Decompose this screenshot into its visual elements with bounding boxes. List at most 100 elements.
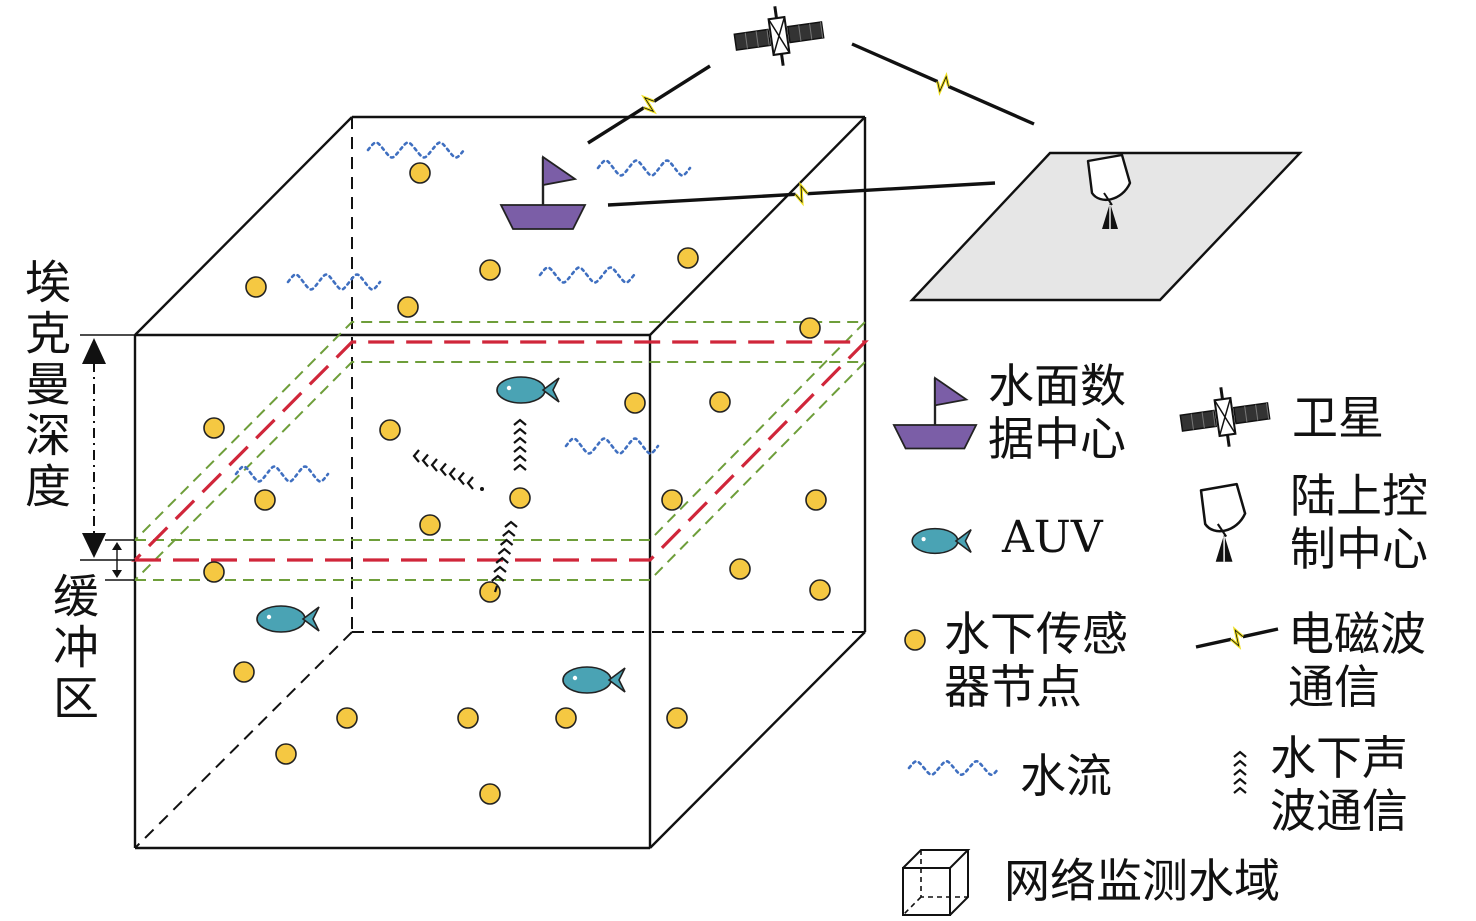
sensor-node	[245, 276, 267, 298]
legend-satellite-label: 卫星	[1292, 391, 1384, 445]
sensor-node	[479, 581, 501, 603]
dish-bowl	[1086, 153, 1132, 202]
depth-arrows	[80, 334, 135, 581]
buffer-layer	[131, 321, 869, 581]
acoustic-signal-vertical	[513, 418, 527, 471]
boat-hull	[499, 204, 587, 230]
satellite-panel-grid	[1212, 410, 1216, 427]
auv-icon	[911, 527, 972, 555]
ekman-depth-arrow-head-up	[82, 338, 106, 364]
acoustic-chevron	[497, 547, 512, 555]
auv-eye	[506, 385, 512, 391]
satellite-panel	[786, 21, 825, 44]
acoustic-tail	[493, 585, 499, 593]
lightning-link-icon	[1195, 626, 1279, 650]
dish-neck	[1103, 192, 1113, 206]
acoustic-chevron	[1233, 768, 1247, 776]
sensor-node	[479, 259, 501, 281]
satellite-antenna	[1219, 387, 1224, 400]
sensor-node	[397, 296, 419, 318]
satellite-panel-grid	[766, 29, 770, 46]
sensor-node	[479, 783, 501, 805]
satellite-panel-grid	[1201, 412, 1205, 429]
sensor-node	[336, 707, 358, 729]
ekman-depth-label: 埃克曼深度	[18, 258, 72, 513]
buffer-arrow-head-up	[112, 542, 122, 550]
legend-sensor-node-label: 水下传感器节点	[944, 607, 1128, 714]
acoustic-chevron	[513, 427, 527, 435]
acoustic-chevron	[493, 565, 507, 573]
auv	[496, 376, 560, 404]
sensor-node	[624, 392, 646, 414]
auv-eye	[572, 675, 578, 681]
satellite-panel-grid	[744, 32, 748, 49]
water-current	[286, 273, 382, 291]
ekman-depth-arrow-head-down	[82, 533, 106, 558]
water-current	[234, 465, 330, 483]
auv-body	[562, 666, 612, 694]
cube-icon	[902, 849, 971, 916]
satellite-body-cross	[767, 16, 791, 56]
auv-body	[256, 605, 306, 633]
acoustic-signals	[412, 418, 527, 593]
satellite-panel-grid	[819, 22, 824, 39]
acoustic-signal-horizontal	[412, 449, 484, 491]
acoustic-chevron	[504, 520, 518, 528]
em-link-line	[1195, 637, 1232, 649]
surface-objects	[499, 6, 1303, 302]
water-currents	[234, 141, 692, 483]
satellite-antenna	[780, 53, 785, 66]
sensor-node	[677, 247, 699, 269]
dish-bowl	[1199, 482, 1247, 533]
acoustic-chevron	[499, 538, 514, 546]
cube-hidden-edge	[134, 631, 353, 849]
em-link-satellite-land	[851, 42, 1035, 126]
acoustic-chevron	[513, 454, 527, 462]
satellite-panel-grid	[1190, 413, 1194, 430]
ekman-depth-plane	[131, 340, 869, 562]
em-link-boat-satellite	[587, 64, 711, 145]
sensor-node	[203, 561, 225, 583]
buffer-upper-plane	[132, 321, 868, 541]
satellite-panel	[733, 28, 772, 51]
dish-neck	[1216, 523, 1228, 538]
sensor-node	[805, 489, 827, 511]
boat-hull	[892, 424, 978, 450]
auv-tail	[301, 606, 320, 632]
auv-body	[496, 376, 546, 404]
acoustic-chevron	[1233, 750, 1247, 758]
auv-eye	[921, 537, 926, 542]
sensor-node	[275, 743, 297, 765]
em-link-line	[807, 181, 996, 196]
sensor-nodes	[203, 162, 831, 805]
sensor-node	[419, 514, 441, 536]
surface-data-center	[499, 155, 587, 230]
auv-body	[911, 527, 959, 555]
auv-tail	[954, 528, 972, 554]
sensor-node	[666, 707, 688, 729]
legend-auv-label: AUV	[1002, 512, 1103, 563]
em-link-line	[947, 84, 1035, 126]
acoustic-chevron	[513, 436, 527, 444]
acoustic-signal-icon	[1233, 750, 1247, 794]
sensor-node	[799, 317, 821, 339]
acoustic-tail	[480, 487, 484, 491]
cube-icon-hidden	[902, 850, 968, 916]
sensor-node	[233, 661, 255, 683]
satellite	[733, 6, 825, 66]
lightning-outline	[1230, 629, 1244, 647]
legend-land-center-label: 陆上控制中心	[1290, 469, 1428, 576]
buffer-arrow-head-down	[112, 570, 122, 578]
sensor-node	[555, 707, 577, 729]
acoustic-chevron	[502, 529, 516, 537]
sensor-node-icon	[904, 629, 926, 651]
acoustic-chevron	[1233, 759, 1247, 767]
satellite-body-cross	[1213, 397, 1237, 437]
acoustic-chevron	[430, 458, 438, 472]
acoustic-chevron	[457, 471, 465, 486]
em-link-line	[851, 42, 939, 84]
em-link-line	[1242, 627, 1279, 639]
auvs	[256, 376, 626, 694]
water-current	[366, 141, 466, 159]
